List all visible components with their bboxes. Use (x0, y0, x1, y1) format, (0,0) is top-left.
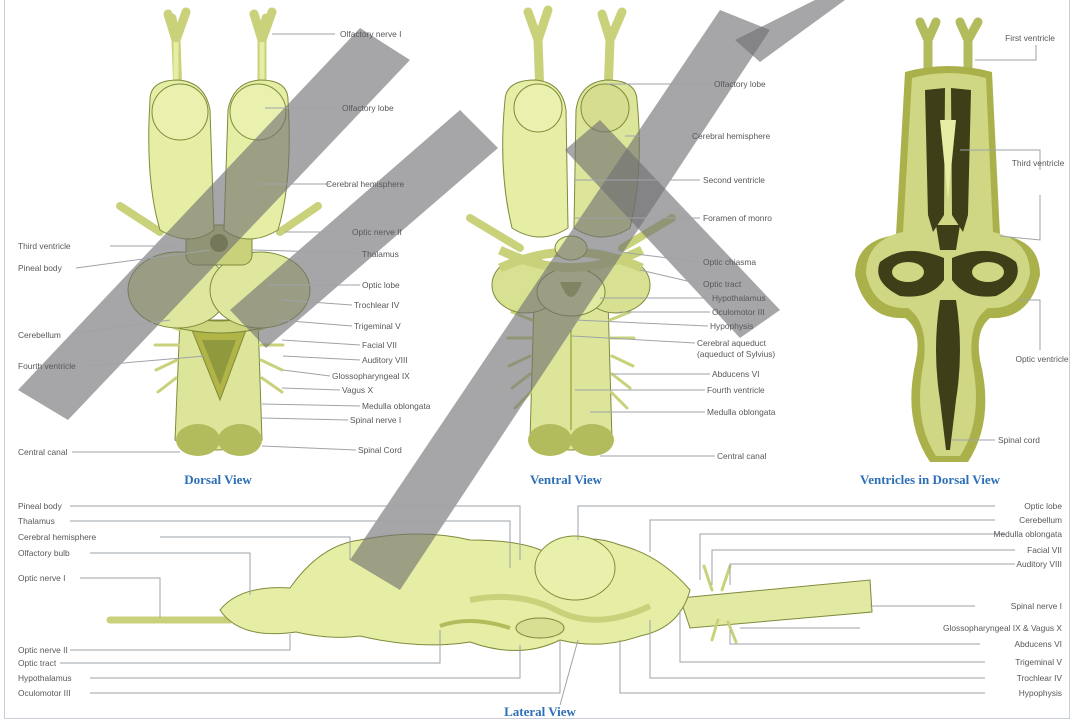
label-trigeminal: Trigeminal V (354, 321, 401, 331)
lateral-left-label: Hypothalamus (18, 673, 72, 683)
label-spinal-cord: Spinal Cord (358, 445, 402, 455)
label-iter: (aqueduct of Sylvius) (697, 349, 775, 359)
label-spinal-nerve: Spinal nerve I (350, 415, 401, 425)
caption-lateral-view: Lateral View (504, 704, 576, 719)
label-third-ventricle: Third ventricle (18, 241, 71, 251)
lateral-left-label: Optic nerve I (18, 573, 65, 583)
label-medulla-ventral: Medulla oblongata (707, 407, 776, 417)
label-hypothalamus: Hypothalamus (712, 293, 766, 303)
lateral-right-label: Glossopharyngeal IX & Vagus X (943, 623, 1062, 633)
label-olfactory-lobe: Olfactory lobe (342, 103, 394, 113)
lateral-left-label: Cerebral hemisphere (18, 532, 97, 542)
label-optic-nerve: Optic nerve II (352, 227, 402, 237)
label-optic-chiasma: Optic chiasma (703, 257, 756, 267)
label-foramen-monro: Foramen of monro (703, 213, 772, 223)
caption-dorsal-view: Dorsal View (184, 472, 252, 487)
lateral-right-label: Trigeminal V (1015, 657, 1062, 667)
label-cerebral-hemisphere-ventral: Cerebral hemisphere (692, 131, 771, 141)
caption-ventricles-view: Ventricles in Dorsal View (860, 472, 1001, 487)
lateral-left-label: Optic tract (18, 658, 57, 668)
lateral-labels-left: Pineal body Thalamus Cerebral hemisphere… (18, 501, 97, 698)
lateral-left-label: Thalamus (18, 516, 55, 526)
label-optic-ventricle: Optic ventricle (1015, 354, 1068, 364)
label-cerebral-aqueduct: Cerebral aqueduct (697, 338, 767, 348)
label-central-canal-ventral: Central canal (717, 451, 766, 461)
lateral-right-label: Trochlear IV (1017, 673, 1063, 683)
label-glossopharyngeal: Glossopharyngeal IX (332, 371, 410, 381)
label-third-ventricle-map: Third ventricle (1012, 158, 1065, 168)
lateral-right-label: Cerebellum (1019, 515, 1062, 525)
label-vagus: Vagus X (342, 385, 373, 395)
lateral-view-illustration (110, 534, 872, 651)
label-first-ventricle: First ventricle (1005, 33, 1055, 43)
label-hypophysis: Hypophysis (710, 321, 753, 331)
label-thalamus: Thalamus (362, 249, 399, 259)
lateral-right-label: Auditory VIII (1016, 559, 1062, 569)
label-olfactory-nerve: Olfactory nerve I (340, 29, 401, 39)
label-second-ventricle: Second ventricle (703, 175, 765, 185)
label-medulla: Medulla oblongata (362, 401, 431, 411)
label-pineal-body: Pineal body (18, 263, 63, 273)
lateral-right-label: Hypophysis (1019, 688, 1062, 698)
lateral-left-label: Optic nerve II (18, 645, 68, 655)
lateral-right-label: Medulla oblongata (994, 529, 1063, 539)
ventricles-view-illustration (855, 22, 1040, 462)
lateral-left-label: Pineal body (18, 501, 63, 511)
label-central-canal: Central canal (18, 447, 67, 457)
label-cerebral-hemisphere: Cerebral hemisphere (326, 179, 405, 189)
lateral-labels-right: Optic lobe Cerebellum Medulla oblongata … (943, 501, 1062, 698)
lateral-right-label: Spinal nerve I (1011, 601, 1062, 611)
lateral-right-label: Facial VII (1027, 545, 1062, 555)
label-fourth-ventricle-ventral: Fourth ventricle (707, 385, 765, 395)
label-oculomotor: Oculomotor III (712, 307, 765, 317)
label-trochlear: Trochlear IV (354, 300, 400, 310)
lateral-left-label: Olfactory bulb (18, 548, 70, 558)
label-optic-tract: Optic tract (703, 279, 742, 289)
lateral-right-label: Optic lobe (1024, 501, 1062, 511)
label-cerebellum: Cerebellum (18, 330, 61, 340)
label-spinal-cord-map: Spinal cord (998, 435, 1040, 445)
caption-ventral-view: Ventral View (530, 472, 603, 487)
lateral-right-label: Abducens VI (1015, 639, 1063, 649)
label-optic-lobe: Optic lobe (362, 280, 400, 290)
label-fourth-ventricle: Fourth ventricle (18, 361, 76, 371)
label-olfactory-lobe-ventral: Olfactory lobe (714, 79, 766, 89)
label-auditory: Auditory VIII (362, 355, 408, 365)
label-abducens: Abducens VI (712, 369, 760, 379)
lateral-left-label: Oculomotor III (18, 688, 71, 698)
label-facial: Facial VII (362, 340, 397, 350)
